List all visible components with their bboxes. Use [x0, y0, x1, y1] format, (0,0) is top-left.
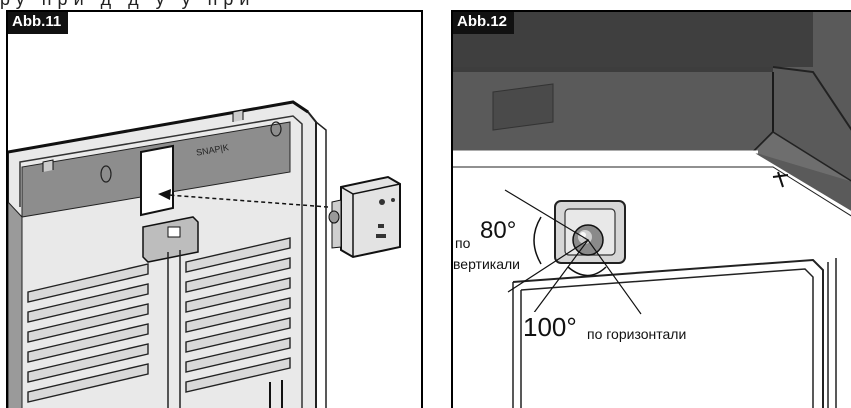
sensor-detection-angle-illustration	[453, 12, 851, 408]
vertical-angle-label: вертикали	[453, 256, 520, 272]
figure-abb-12: Abb.12 по 80° вертикали 10	[451, 10, 851, 408]
top-caption-fragment: ру при д д у у при	[0, 0, 255, 10]
figure-abb-11: Abb.11	[6, 10, 423, 408]
figure-label: Abb.11	[8, 12, 69, 34]
vertical-angle-value: 80°	[480, 217, 517, 244]
horizontal-angle-value: 100°	[523, 312, 577, 343]
horizontal-angle-label: по горизонтали	[587, 326, 687, 342]
vertical-prefix-label: по	[455, 235, 471, 251]
ventilation-grille-illustration	[8, 100, 401, 408]
figure-label: Abb.12	[453, 12, 515, 34]
